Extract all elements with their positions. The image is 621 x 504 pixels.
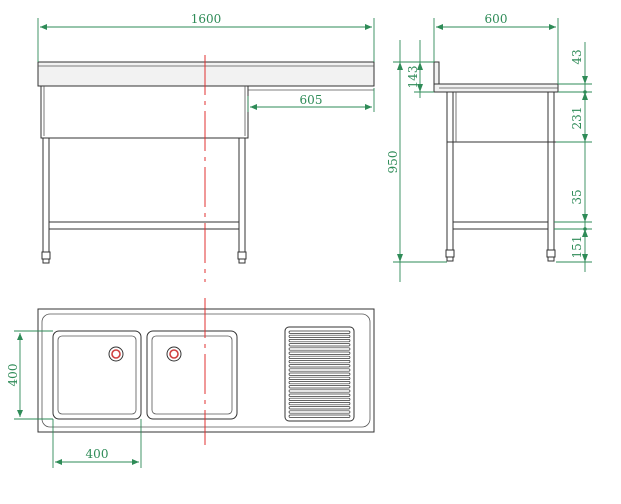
drainboard-groove — [288, 355, 351, 359]
drain-hole-right — [166, 346, 182, 362]
side-leg-left — [446, 91, 454, 251]
drainboard-groove — [288, 406, 351, 410]
drainboard-groove — [288, 414, 351, 418]
drainboard-groove — [288, 330, 351, 334]
dim-shelf-label: 35 — [570, 189, 584, 204]
side-dimensions: 600 950 143 43 231 35 151 — [386, 12, 592, 282]
dim-drainboard-label: 605 — [300, 93, 323, 107]
drainboard-groove — [288, 389, 351, 393]
plan-bowl-right — [146, 330, 238, 420]
drainboard-groove — [288, 360, 351, 364]
drainboard-groove — [288, 351, 351, 355]
plan-view — [37, 308, 375, 433]
dim-width-label: 1600 — [191, 12, 222, 26]
dim-shelf-height-label: 151 — [570, 236, 584, 259]
drainboard-groove — [288, 334, 351, 338]
dim-splashback-label: 143 — [406, 66, 420, 89]
drainboard-groove — [288, 339, 351, 343]
front-leg-left — [42, 137, 50, 253]
drainboard-groove — [288, 410, 351, 414]
dim-bowl-depth-label: 231 — [570, 107, 584, 130]
dim-depth-label: 600 — [485, 12, 508, 26]
front-leg-right — [238, 137, 246, 253]
drainboard-groove — [288, 385, 351, 389]
front-undershelf — [48, 221, 240, 230]
drainboard-groove — [288, 397, 351, 401]
plan-drainboard — [284, 326, 355, 422]
drainboard-groove — [288, 347, 351, 351]
front-bowl-box — [40, 86, 249, 139]
drainboard-groove — [288, 368, 351, 372]
drainboard-groove — [288, 376, 351, 380]
front-view — [37, 61, 375, 264]
plan-outline — [37, 308, 375, 433]
dim-top-label: 43 — [570, 49, 584, 64]
drainboard-groove — [288, 402, 351, 406]
dim-height-label: 950 — [386, 151, 400, 174]
side-view — [433, 61, 559, 262]
drainboard-groove — [288, 381, 351, 385]
front-dimensions: 1600 605 — [37, 12, 375, 112]
dim-bowl-length-label: 400 — [86, 447, 109, 461]
side-undershelf — [452, 221, 549, 230]
drainboard-groove — [288, 372, 351, 376]
plan-dimensions: 400 400 — [6, 330, 142, 468]
drain-hole-left — [108, 346, 124, 362]
dim-bowl-width-label: 400 — [6, 364, 20, 387]
drainboard-groove — [288, 343, 351, 347]
side-leg-right — [547, 91, 555, 251]
drainboard-groove — [288, 364, 351, 368]
drainboard-groove — [288, 393, 351, 397]
plan-bowl-left — [52, 330, 142, 420]
